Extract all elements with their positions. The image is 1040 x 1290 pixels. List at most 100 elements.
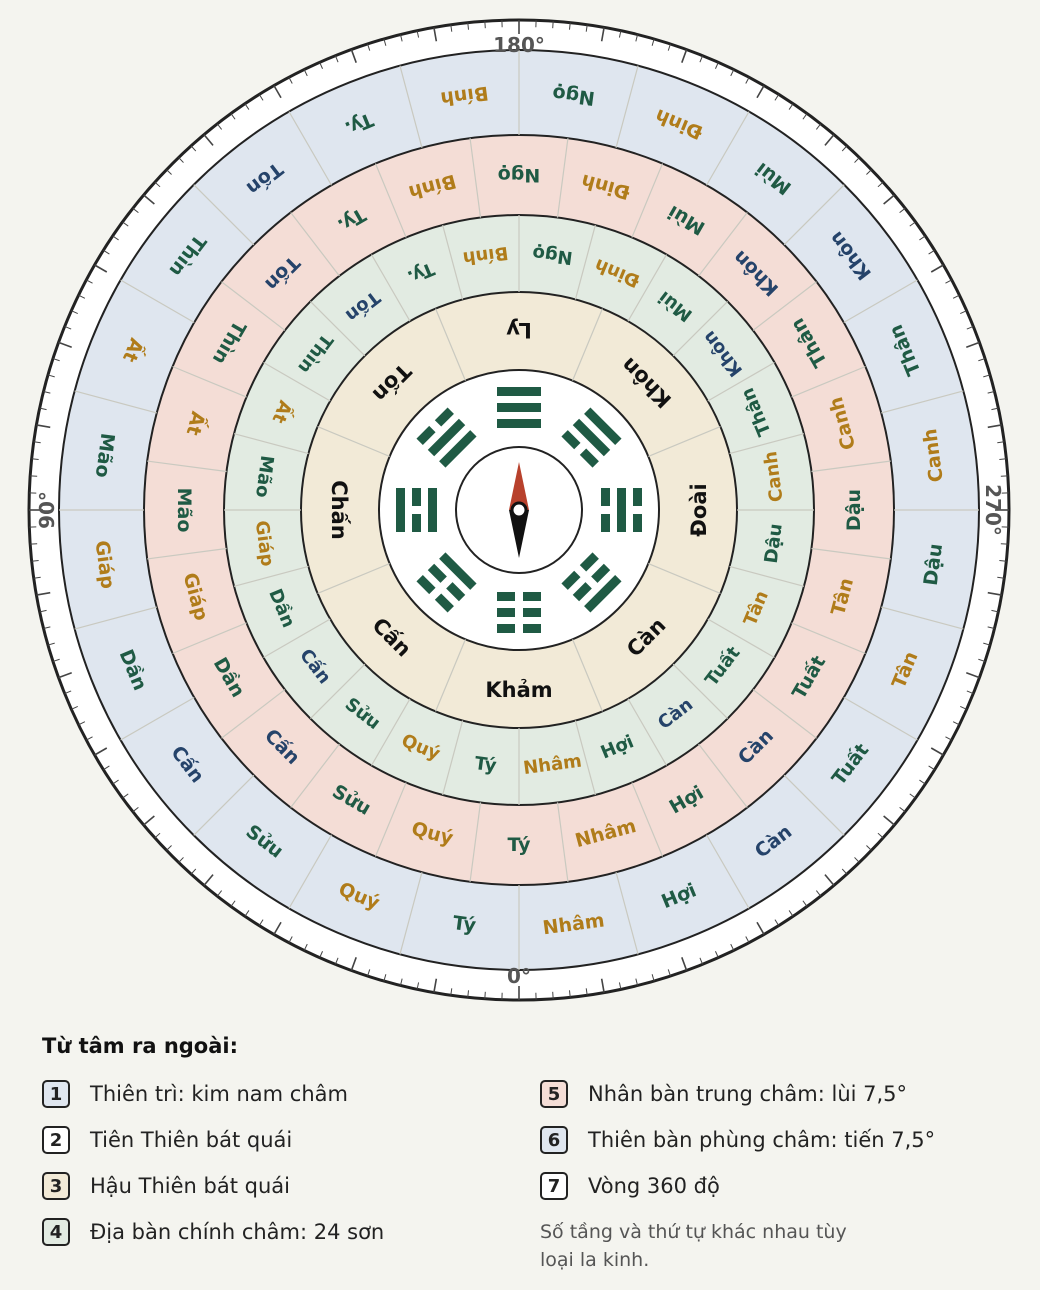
degree-tick — [383, 38, 387, 46]
sector-divider — [120, 696, 195, 741]
degree-tick — [190, 868, 197, 875]
sector-divider — [672, 663, 729, 720]
degree-tick — [841, 145, 848, 152]
degree-tick — [987, 390, 995, 394]
degree-tick — [433, 27, 438, 42]
legend-text: Địa bàn chính châm: 24 sơn — [90, 1220, 385, 1244]
legend-number-badge: 2 — [42, 1126, 70, 1154]
sector-divider — [707, 361, 775, 402]
degree-tick — [288, 77, 293, 84]
degree-tick — [945, 279, 952, 284]
degree-tick — [112, 779, 119, 785]
degree-tick — [714, 951, 719, 958]
sector-divider — [791, 365, 866, 398]
degree-tick — [122, 221, 129, 227]
legend-number-badge: 5 — [540, 1080, 568, 1108]
degree-tick — [154, 832, 161, 839]
sector-divider — [120, 279, 195, 324]
degree-tick — [416, 30, 420, 38]
sector-divider — [288, 111, 333, 186]
degree-tick — [433, 978, 438, 993]
sector-divider — [572, 639, 603, 712]
degree-tick — [258, 919, 264, 926]
degree-tick — [866, 845, 872, 851]
degree-tick — [383, 974, 387, 982]
degree-tick — [730, 69, 735, 77]
compass-needle — [509, 462, 529, 558]
sector-label: Ngọ — [531, 242, 574, 268]
trigram-name: Chấn — [327, 480, 351, 539]
sector-divider — [648, 563, 721, 594]
degree-tick — [467, 22, 470, 30]
degree-tick — [600, 27, 605, 42]
degree-tick — [36, 424, 51, 429]
degree-tick — [997, 576, 1005, 579]
sector-divider — [574, 224, 596, 300]
degree-tick — [635, 34, 639, 42]
degree-tick — [802, 900, 808, 907]
sector-divider — [556, 802, 569, 882]
sector-divider — [627, 254, 668, 322]
trigram-symbols — [396, 387, 642, 633]
degree-tick — [132, 207, 139, 214]
degree-tick — [966, 341, 980, 348]
degree-tick — [854, 157, 860, 163]
sector-divider — [556, 138, 569, 218]
trigram-khon-icon — [497, 592, 541, 633]
degree-tick — [64, 690, 72, 695]
degree-tick — [987, 591, 1002, 596]
sector-divider — [729, 433, 805, 455]
sector-divider — [707, 618, 775, 659]
needle-pivot-icon — [510, 501, 528, 519]
sector-divider — [627, 698, 668, 766]
degree-tick — [978, 358, 986, 362]
degree-tick — [190, 145, 197, 152]
degree-tick — [450, 988, 453, 996]
degree-tick — [39, 407, 47, 411]
trigram-can-tt-icon — [497, 387, 541, 428]
degree-tick — [94, 264, 108, 273]
sector-divider — [74, 390, 157, 414]
degree-tick — [745, 77, 750, 84]
legend-text: Vòng 360 độ — [588, 1174, 720, 1198]
sector-divider — [290, 212, 340, 277]
degree-tick — [334, 957, 339, 965]
sector-divider — [221, 689, 286, 739]
degree-tick — [178, 857, 184, 863]
sector-divider — [263, 361, 331, 402]
degree-tick — [930, 747, 944, 756]
legend-text: Thiên bàn phùng châm: tiến 7,5° — [588, 1128, 936, 1152]
degree-tick — [730, 943, 735, 951]
degree-tick — [568, 990, 571, 998]
sector-divider — [74, 606, 157, 630]
degree-tick — [945, 736, 952, 741]
degree-tick — [350, 49, 357, 63]
degree-tick — [132, 806, 139, 813]
degree-tick — [999, 458, 1007, 461]
degree-tick — [966, 690, 974, 695]
legend-title: Từ tâm ra ngoài: — [42, 1034, 239, 1058]
degree-tick — [866, 169, 872, 175]
degree-tick — [952, 294, 960, 299]
degree-tick — [39, 609, 47, 613]
sector-divider — [317, 563, 390, 594]
degree-tick — [230, 900, 236, 907]
degree-tick — [966, 672, 980, 679]
sector-divider — [615, 65, 639, 148]
needle-south-icon — [509, 510, 529, 558]
sector-divider — [631, 163, 664, 238]
degree-tick — [112, 235, 119, 241]
sector-divider — [791, 622, 866, 655]
sector-label: Dậu — [920, 542, 947, 587]
degree-tick — [450, 24, 453, 32]
degree-label-0: 0° — [507, 964, 531, 988]
degree-tick — [122, 793, 129, 799]
degree-tick — [178, 157, 184, 163]
degree-tick — [319, 62, 324, 69]
degree-tick — [883, 194, 895, 205]
degree-tick — [978, 658, 986, 662]
